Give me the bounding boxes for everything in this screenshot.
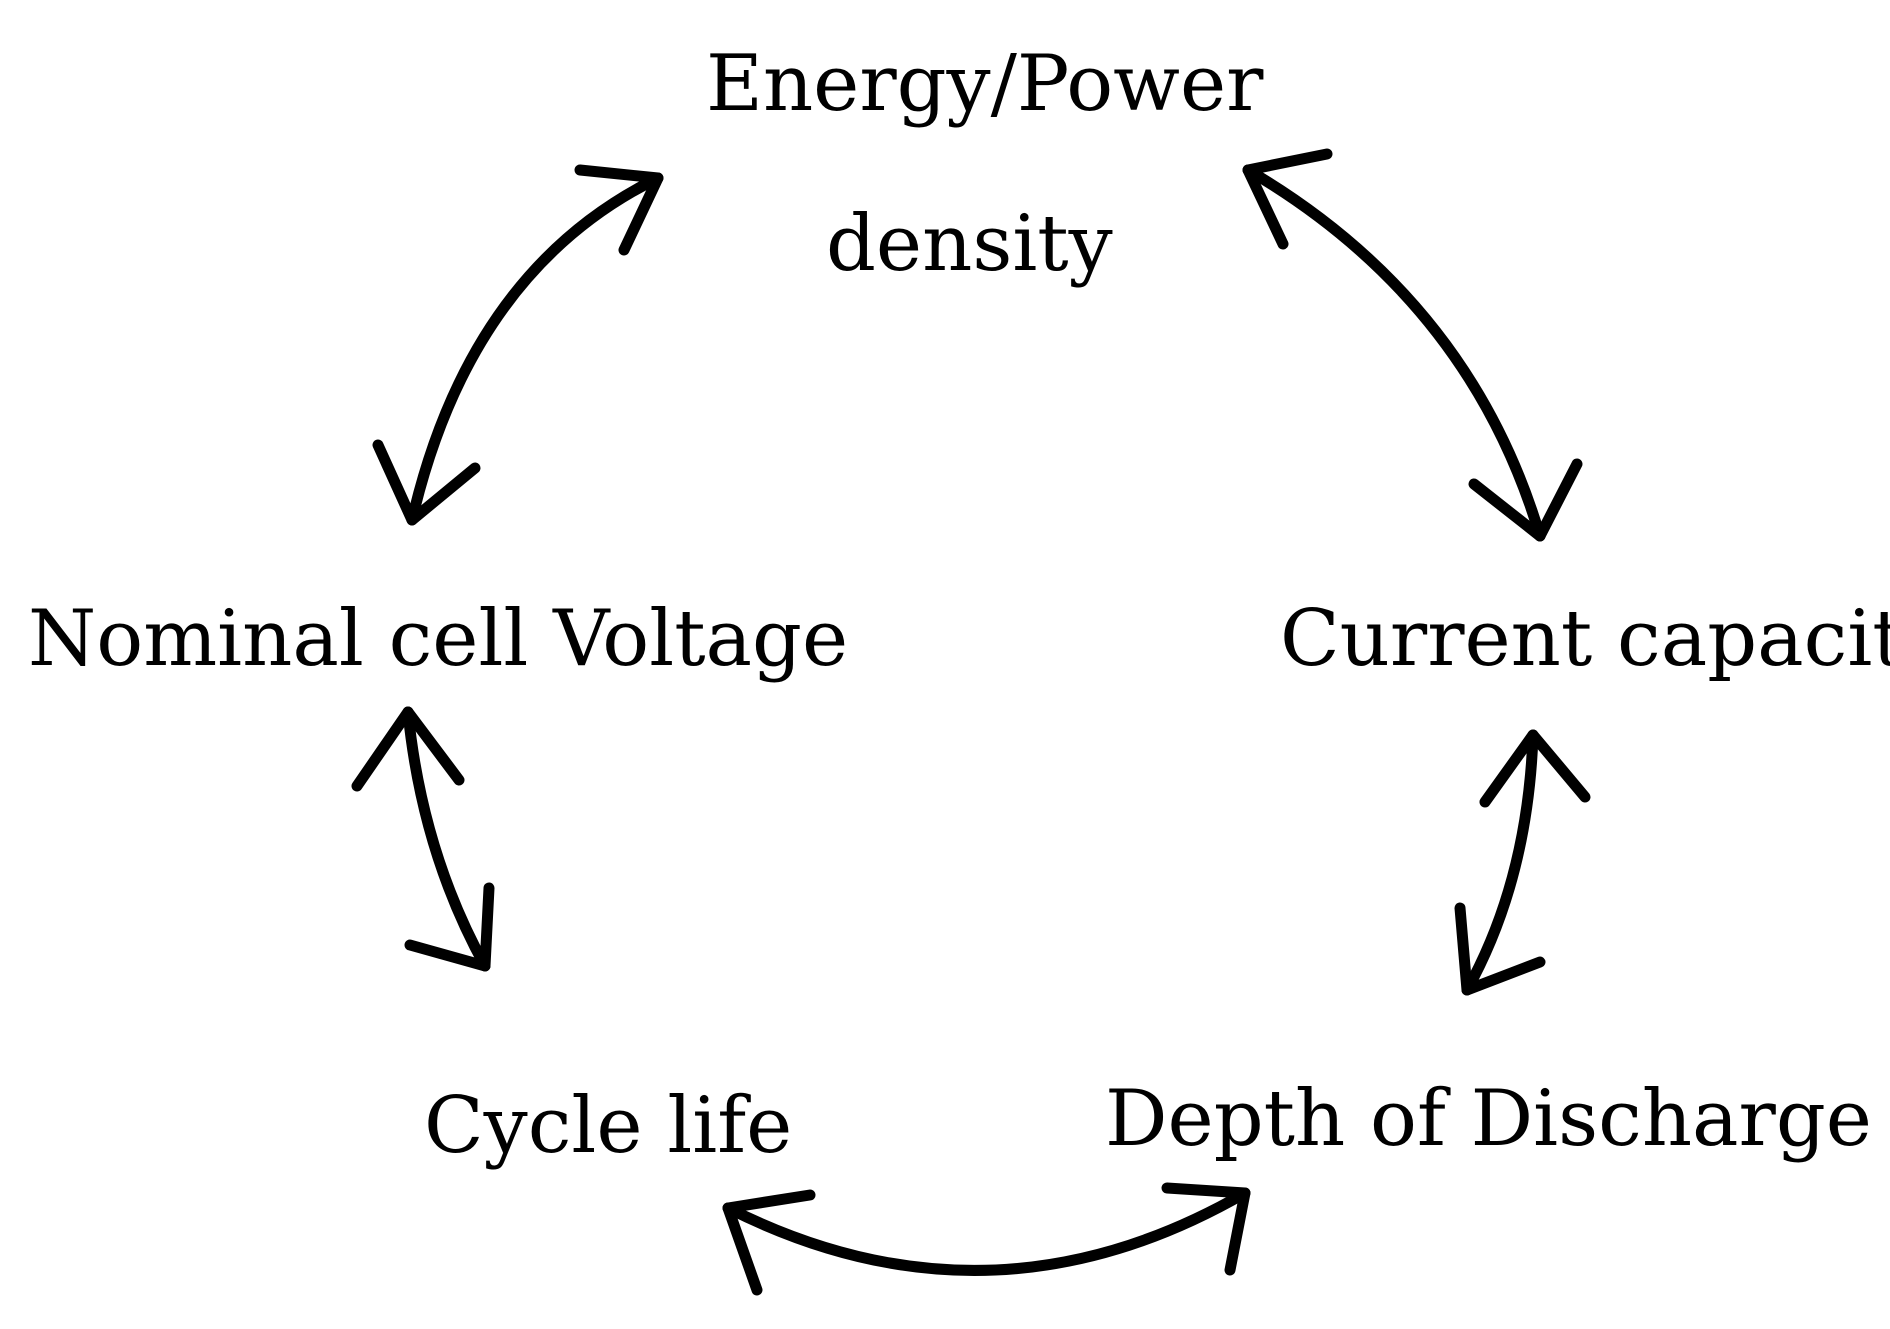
node-cycle-life: Cycle life [424, 1081, 793, 1171]
node-depth-of-discharge: Depth of Discharge [1105, 1074, 1872, 1164]
arrow-capacity-depth [1454, 729, 1591, 996]
node-current-capacity: Current capacity [1280, 594, 1890, 684]
node-energy-power-line2: density [826, 199, 1113, 289]
node-energy-power-line1: Energy/Power [706, 39, 1264, 129]
arrow-cyclelife-depth [722, 1182, 1251, 1296]
arrow-voltage-energy [372, 164, 664, 526]
node-nominal-cell-voltage: Nominal cell Voltage [28, 594, 849, 684]
arrow-energy-capacity [1242, 148, 1583, 542]
arrow-voltage-cyclelife [351, 706, 495, 972]
